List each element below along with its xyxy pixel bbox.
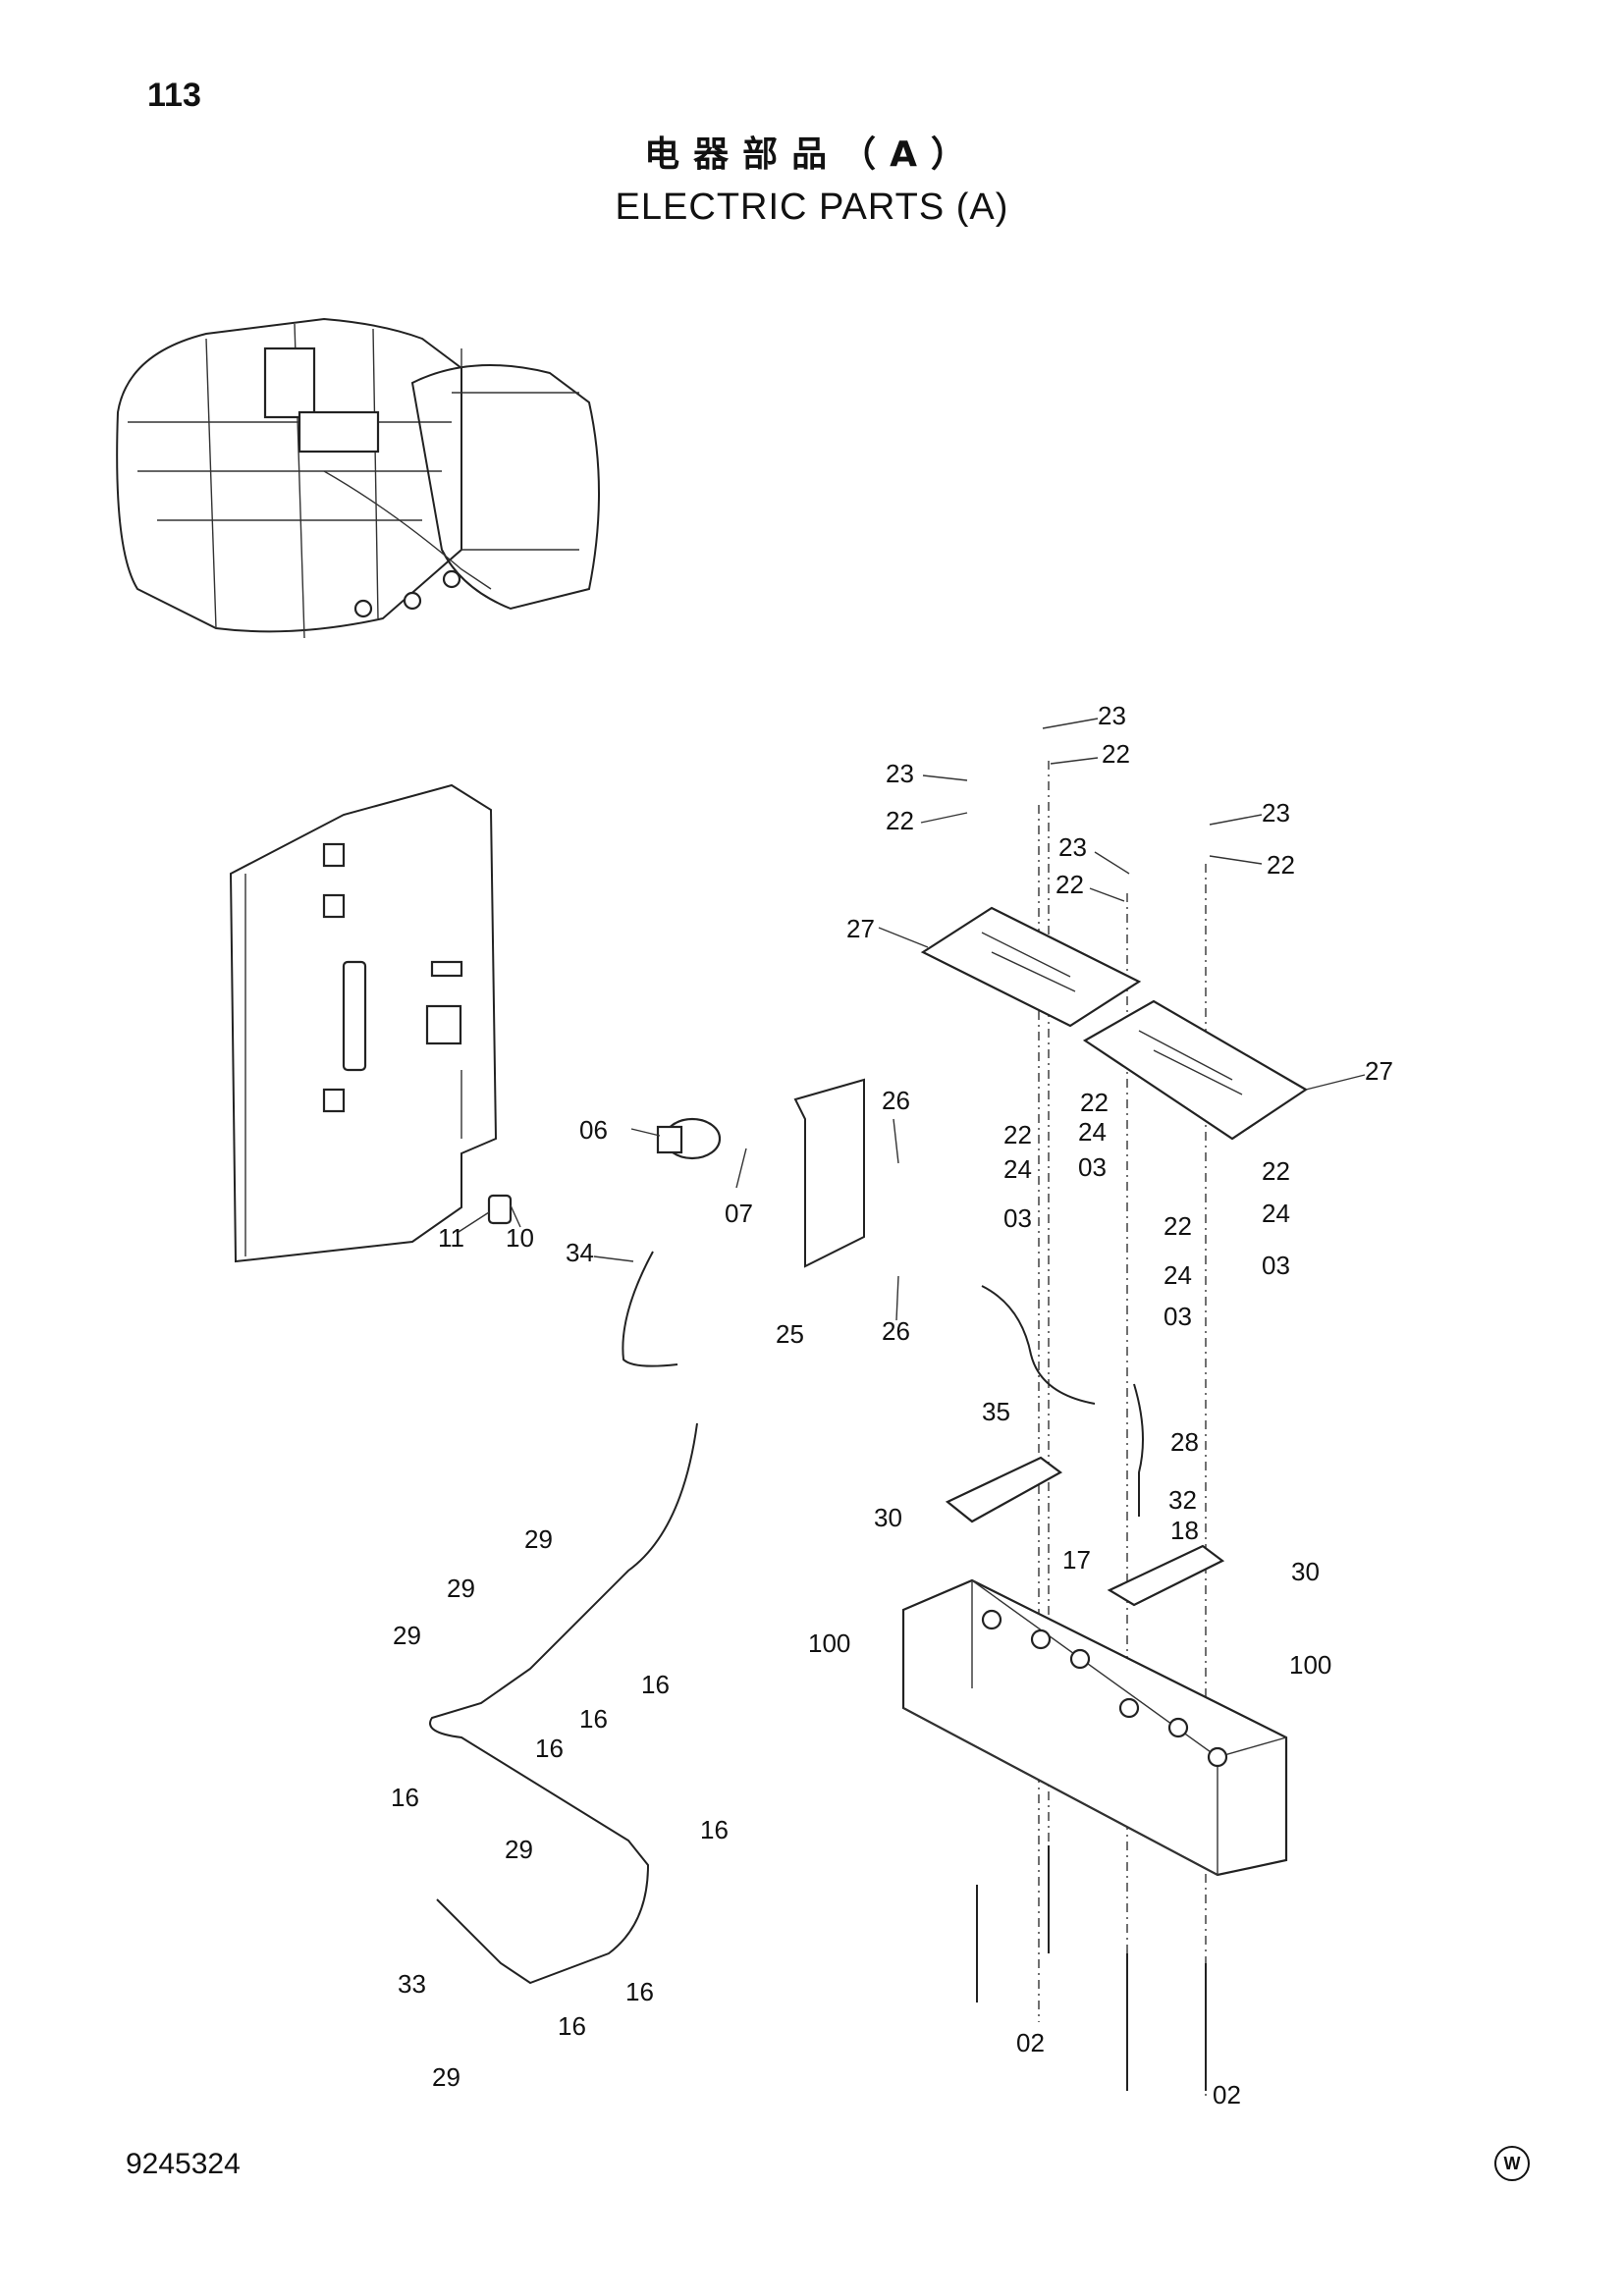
callout-24: 24 bbox=[1262, 1199, 1290, 1228]
callout-29: 29 bbox=[505, 1835, 533, 1864]
callout-34: 34 bbox=[566, 1238, 594, 1267]
batteries-100 bbox=[901, 1578, 1288, 1877]
callout-25: 25 bbox=[776, 1319, 804, 1349]
callout-18: 18 bbox=[1170, 1516, 1199, 1545]
hold-down-plates-27 bbox=[920, 906, 1309, 1141]
page-title: ELECTRIC PARTS (A) bbox=[615, 187, 1009, 228]
callout-16: 16 bbox=[535, 1734, 564, 1763]
callout-24: 24 bbox=[1164, 1260, 1192, 1290]
callout-22: 22 bbox=[1056, 870, 1084, 899]
bracket-25 bbox=[793, 1078, 865, 1268]
callout-26: 26 bbox=[882, 1316, 910, 1346]
callout-16: 16 bbox=[625, 1977, 654, 2006]
page-title-chinese: 电器部品（A） bbox=[644, 134, 980, 175]
callout-28: 28 bbox=[1170, 1427, 1199, 1457]
callout-26: 26 bbox=[882, 1086, 910, 1115]
revision-mark: W bbox=[1494, 2146, 1530, 2181]
callout-29: 29 bbox=[432, 2062, 460, 2092]
callout-22: 22 bbox=[1262, 1156, 1290, 1186]
callout-11: 11 bbox=[438, 1223, 464, 1253]
callout-16: 16 bbox=[700, 1815, 729, 1844]
callout-07: 07 bbox=[725, 1199, 753, 1228]
callout-27: 27 bbox=[1365, 1056, 1393, 1086]
callout-23: 23 bbox=[1262, 798, 1290, 828]
callout-23: 23 bbox=[886, 759, 914, 788]
callout-100: 100 bbox=[1289, 1650, 1331, 1680]
callout-23: 23 bbox=[1098, 701, 1126, 730]
callout-03: 03 bbox=[1078, 1152, 1107, 1182]
callout-02: 02 bbox=[1016, 2028, 1045, 2057]
callout-27: 27 bbox=[846, 914, 875, 943]
callout-22: 22 bbox=[1164, 1211, 1192, 1241]
callout-22: 22 bbox=[1080, 1088, 1109, 1117]
mounting-panel bbox=[229, 783, 498, 1263]
callout-30: 30 bbox=[874, 1503, 902, 1532]
relay-11 bbox=[487, 1194, 513, 1225]
callout-22: 22 bbox=[1102, 739, 1130, 769]
callout-labels: 23 22 23 22 23 22 23 22 27 27 22 24 22 2… bbox=[391, 701, 1393, 2109]
callout-22: 22 bbox=[886, 806, 914, 835]
page-number: 113 bbox=[147, 77, 201, 114]
callout-29: 29 bbox=[447, 1574, 475, 1603]
leader-lines bbox=[458, 718, 1366, 1321]
battery-bars-30 bbox=[945, 1456, 1225, 1607]
cable-35 bbox=[981, 1285, 1096, 1405]
cable-32 bbox=[1133, 1383, 1144, 1517]
callout-03: 03 bbox=[1164, 1302, 1192, 1331]
tie-rods-02 bbox=[976, 761, 1207, 2096]
battery-switch-06 bbox=[656, 1117, 722, 1160]
callout-16: 16 bbox=[391, 1783, 419, 1812]
callout-29: 29 bbox=[393, 1621, 421, 1650]
callout-24: 24 bbox=[1003, 1154, 1032, 1184]
callout-10: 10 bbox=[506, 1223, 534, 1253]
drawing-code: 9245324 bbox=[126, 2148, 241, 2180]
callout-100: 100 bbox=[808, 1629, 850, 1658]
callout-22: 22 bbox=[1267, 850, 1295, 880]
callout-23: 23 bbox=[1058, 832, 1087, 862]
callout-32: 32 bbox=[1168, 1485, 1197, 1515]
callout-06: 06 bbox=[579, 1115, 608, 1145]
harness-16 bbox=[429, 1422, 698, 1985]
callout-33: 33 bbox=[398, 1969, 426, 1999]
callout-22: 22 bbox=[1003, 1120, 1032, 1149]
callout-02: 02 bbox=[1213, 2080, 1241, 2109]
callout-35: 35 bbox=[982, 1397, 1010, 1426]
callout-16: 16 bbox=[558, 2011, 586, 2041]
callout-16: 16 bbox=[579, 1704, 608, 1734]
callout-29: 29 bbox=[524, 1524, 553, 1554]
title-block: 电器部品（A） ELECTRIC PARTS (A) bbox=[0, 126, 1624, 229]
machine-overview-illustration bbox=[116, 317, 600, 639]
callout-16: 16 bbox=[641, 1670, 670, 1699]
cable-34 bbox=[622, 1251, 678, 1367]
callout-03: 03 bbox=[1262, 1251, 1290, 1280]
callout-24: 24 bbox=[1078, 1117, 1107, 1147]
callout-30: 30 bbox=[1291, 1557, 1320, 1586]
callout-17: 17 bbox=[1062, 1545, 1091, 1575]
callout-03: 03 bbox=[1003, 1203, 1032, 1233]
